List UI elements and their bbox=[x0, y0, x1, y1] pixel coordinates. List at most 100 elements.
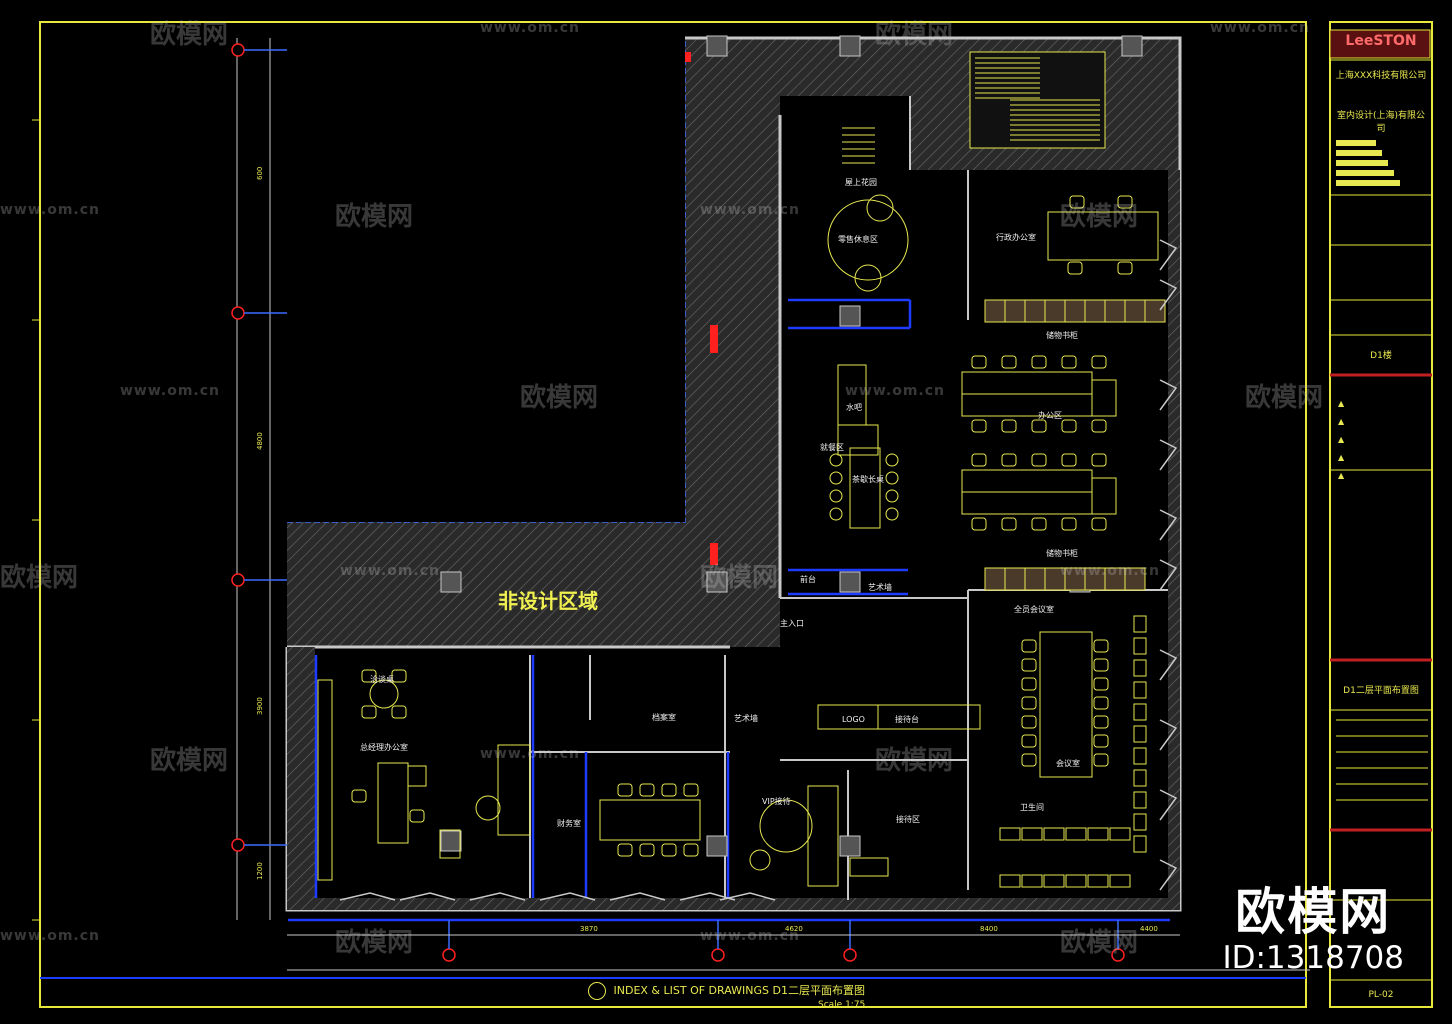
chair bbox=[1093, 734, 1109, 748]
storage-cabinet bbox=[1064, 299, 1086, 323]
storage-cabinet bbox=[1104, 567, 1126, 591]
desk bbox=[1039, 631, 1093, 778]
discussion-table bbox=[369, 679, 399, 709]
room-label: 主入口 bbox=[780, 618, 804, 628]
window-mullion bbox=[339, 892, 396, 901]
desk bbox=[1043, 874, 1065, 888]
desk bbox=[877, 704, 981, 730]
chair bbox=[391, 705, 407, 719]
stool bbox=[885, 471, 899, 485]
fire-equipment bbox=[685, 52, 718, 565]
desk bbox=[599, 799, 701, 841]
chair bbox=[391, 669, 407, 683]
title-block-text-bar bbox=[1336, 180, 1400, 186]
window-mullion bbox=[1159, 239, 1178, 271]
storage-cabinet bbox=[984, 299, 1006, 323]
revision-mark: ▲ bbox=[1338, 399, 1345, 408]
chair bbox=[1031, 419, 1047, 433]
storage-cabinet bbox=[1064, 567, 1086, 591]
watermark-stamp: 欧模网 ID:1318708 bbox=[1222, 884, 1404, 976]
desk bbox=[961, 469, 1093, 493]
storage-cabinet bbox=[1004, 299, 1026, 323]
chair bbox=[971, 355, 987, 369]
room-label: 接待区 bbox=[896, 814, 920, 824]
lounge-chair bbox=[854, 264, 882, 292]
chair bbox=[1069, 195, 1085, 209]
chair bbox=[971, 517, 987, 531]
desk bbox=[1047, 211, 1159, 261]
desk bbox=[807, 785, 839, 887]
vip-chair bbox=[749, 849, 771, 871]
desk bbox=[999, 827, 1021, 841]
axis-marker-circle bbox=[231, 573, 245, 587]
storage-cabinet bbox=[1004, 567, 1026, 591]
dimension-label: 8400 bbox=[980, 925, 998, 933]
chair bbox=[683, 783, 699, 797]
desk bbox=[1043, 827, 1065, 841]
chair bbox=[1093, 696, 1109, 710]
room-label: 艺术墙 bbox=[734, 713, 758, 723]
revision-mark: ▲ bbox=[1338, 471, 1345, 480]
wall-chair bbox=[1133, 835, 1147, 853]
chair bbox=[1031, 517, 1047, 531]
wall-chair bbox=[1133, 813, 1147, 831]
desk bbox=[407, 765, 427, 787]
stamp-id: ID:1318708 bbox=[1222, 940, 1404, 976]
chair bbox=[1091, 355, 1107, 369]
drawing-caption: INDEX & LIST OF DRAWINGS D1二层平面布置图 bbox=[588, 982, 865, 1000]
desk bbox=[837, 424, 879, 456]
room-label: 卫生间 bbox=[1020, 802, 1044, 812]
structural-columns bbox=[440, 35, 1143, 857]
caption-scale: Scale 1:75 bbox=[818, 1000, 866, 1010]
room-label: LOGO bbox=[842, 715, 865, 724]
chair bbox=[1031, 453, 1047, 467]
stool bbox=[829, 471, 843, 485]
window-mullion bbox=[1159, 789, 1178, 821]
room-label: 储物书柜 bbox=[1046, 548, 1078, 558]
axis-marker-circle bbox=[231, 838, 245, 852]
chair bbox=[1031, 355, 1047, 369]
room-label: 财务室 bbox=[557, 818, 581, 828]
title-block-project-2: 室内设计(上海)有限公司 bbox=[1336, 111, 1426, 134]
desk bbox=[999, 874, 1021, 888]
axis-marker-circle bbox=[843, 948, 857, 962]
desk bbox=[1091, 379, 1117, 417]
revision-mark: ▲ bbox=[1338, 417, 1345, 426]
stool bbox=[885, 489, 899, 503]
desk bbox=[961, 371, 1093, 395]
desk bbox=[497, 744, 531, 836]
window-mullion bbox=[1159, 559, 1178, 591]
window-mullion bbox=[719, 892, 776, 901]
caption-text: INDEX & LIST OF DRAWINGS D1二层平面布置图 bbox=[613, 984, 865, 997]
window-mullion bbox=[469, 892, 526, 901]
chair bbox=[639, 843, 655, 857]
stool bbox=[885, 453, 899, 467]
stool bbox=[829, 489, 843, 503]
window-mullion bbox=[1159, 509, 1178, 541]
curtain-wall-windows bbox=[339, 239, 1178, 901]
non-design-zone bbox=[287, 38, 910, 647]
storage-cabinet bbox=[1044, 567, 1066, 591]
wall-chair bbox=[1133, 703, 1147, 721]
chair bbox=[1061, 517, 1077, 531]
wall-chair bbox=[1133, 747, 1147, 765]
axis-marker-circle bbox=[231, 43, 245, 57]
chair bbox=[1001, 453, 1017, 467]
title-block-sheet-no: PL-02 bbox=[1368, 990, 1394, 1000]
wall-chair bbox=[1133, 659, 1147, 677]
chair bbox=[1061, 355, 1077, 369]
room-label: 档案室 bbox=[652, 712, 676, 722]
desk bbox=[1021, 874, 1043, 888]
wall-chair bbox=[1133, 681, 1147, 699]
lounge-chair bbox=[866, 194, 894, 222]
room-label: 行政办公室 bbox=[996, 232, 1036, 242]
desk bbox=[1087, 874, 1109, 888]
revision-mark: ▲ bbox=[1338, 453, 1345, 462]
desk bbox=[439, 829, 461, 859]
room-label: 艺术墙 bbox=[868, 582, 892, 592]
chair bbox=[361, 705, 377, 719]
chair bbox=[683, 843, 699, 857]
desk bbox=[1065, 827, 1087, 841]
storage-cabinet bbox=[1024, 299, 1046, 323]
chair bbox=[1067, 261, 1083, 275]
